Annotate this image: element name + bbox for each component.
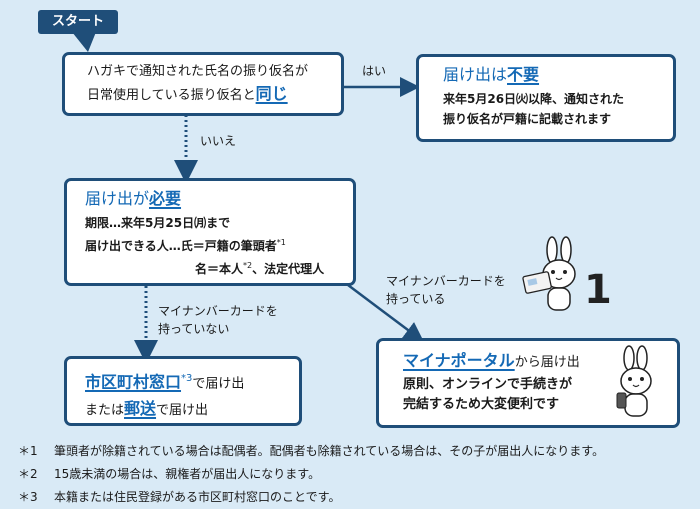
yes-label: はい bbox=[362, 64, 387, 78]
no-card-line1: マイナンバーカードを bbox=[158, 304, 278, 318]
question-box: ハガキで通知された氏名の振り仮名が 日常使用している振り仮名と同じ bbox=[62, 52, 344, 116]
not-required-line1: 来年5月26日㈫以降、通知された bbox=[443, 92, 625, 106]
who-label: 届け出できる人 bbox=[85, 239, 169, 253]
note-1: ＊1 筆頭者が除籍されている場合は配偶者。配偶者も除籍されている場合は、その子が届… bbox=[18, 442, 604, 459]
has-card-line1: マイナンバーカードを bbox=[386, 274, 506, 288]
start-tab: スタート bbox=[38, 10, 118, 34]
note-2: ＊2 15歳未満の場合は、親権者が届出人になります。 bbox=[18, 465, 320, 482]
note-1-text: 筆頭者が除籍されている場合は配偶者。配偶者も除籍されている場合は、その子が届出人… bbox=[54, 444, 605, 458]
portal-title-post: から届け出 bbox=[514, 355, 580, 370]
deadline-value: …来年5月25日㈪まで bbox=[109, 216, 231, 230]
start-label: スタート bbox=[51, 14, 104, 29]
city-office-title: 市区町村窓口 bbox=[85, 372, 182, 392]
city-office-line2: で届け出 bbox=[156, 403, 209, 419]
who-value1: …氏＝戸籍の筆頭者 bbox=[168, 239, 277, 253]
who-sup2: *2 bbox=[243, 261, 253, 270]
who-row: 届け出できる人…氏＝戸籍の筆頭者*1 bbox=[85, 233, 353, 256]
rabbit-mascot-phone-icon bbox=[616, 345, 652, 417]
required-title: 届け出が bbox=[85, 189, 150, 208]
who-value2-post: 、法定代理人 bbox=[252, 262, 325, 276]
note-2-mark: ＊2 bbox=[18, 467, 38, 481]
start-tab-pointer bbox=[72, 32, 96, 52]
not-required-box: 届け出は不要 来年5月26日㈫以降、通知された 振り仮名が戸籍に記載されます bbox=[416, 54, 676, 142]
city-office-or: または bbox=[85, 403, 125, 419]
who-row2: 名＝本人*2、法定代理人 bbox=[85, 256, 353, 279]
note-3-mark: ＊3 bbox=[18, 490, 38, 504]
question-line1: ハガキで通知された氏名の振り仮名が bbox=[87, 64, 309, 79]
not-required-title: 届け出は bbox=[443, 65, 508, 84]
no-card-label: マイナンバーカードを 持っていない bbox=[158, 302, 278, 338]
deadline-row: 期限…来年5月25日㈪まで bbox=[85, 214, 353, 233]
city-office-line1: で届け出 bbox=[192, 376, 245, 392]
rabbit-mascot-card-icon bbox=[522, 236, 576, 311]
question-line2: 日常使用している振り仮名と bbox=[87, 88, 256, 103]
city-office-box: 市区町村窓口*3で届け出 または郵送で届け出 bbox=[64, 356, 302, 426]
no-card-line2: 持っていない bbox=[158, 322, 230, 336]
has-card-line2: 持っている bbox=[386, 292, 446, 306]
required-box: 届け出が必要 期限…来年5月25日㈪まで 届け出できる人…氏＝戸籍の筆頭者*1 … bbox=[64, 178, 356, 286]
note-1-mark: ＊1 bbox=[18, 444, 38, 458]
note-3-text: 本籍または住民登録がある市区町村窓口のことです。 bbox=[54, 490, 341, 504]
no-label: いいえ bbox=[200, 134, 237, 148]
portal-line1: 原則、オンラインで手続きが bbox=[403, 377, 573, 392]
has-card-label: マイナンバーカードを 持っている bbox=[386, 272, 506, 308]
mail-emphasis: 郵送 bbox=[124, 399, 157, 419]
deadline-label: 期限 bbox=[85, 216, 110, 230]
not-required-line2: 振り仮名が戸籍に記載されます bbox=[443, 112, 612, 126]
portal-title: マイナポータル bbox=[403, 351, 515, 370]
who-value2: 名＝本人 bbox=[195, 262, 244, 276]
note-3: ＊3 本籍または住民登録がある市区町村窓口のことです。 bbox=[18, 488, 340, 505]
who-sup1: *1 bbox=[276, 238, 286, 247]
note-2-text: 15歳未満の場合は、親権者が届出人になります。 bbox=[54, 467, 321, 481]
not-required-emphasis: 不要 bbox=[507, 65, 540, 84]
mascot-number: 1 bbox=[584, 267, 612, 313]
has-card-arrow bbox=[339, 278, 424, 342]
question-emphasis: 同じ bbox=[255, 84, 288, 103]
portal-box: マイナポータルから届け出 原則、オンラインで手続きが 完結するため大変便利です bbox=[376, 338, 680, 428]
required-emphasis: 必要 bbox=[149, 189, 182, 208]
portal-line2: 完結するため大変便利です bbox=[403, 397, 560, 412]
city-office-sup: *3 bbox=[181, 373, 193, 384]
